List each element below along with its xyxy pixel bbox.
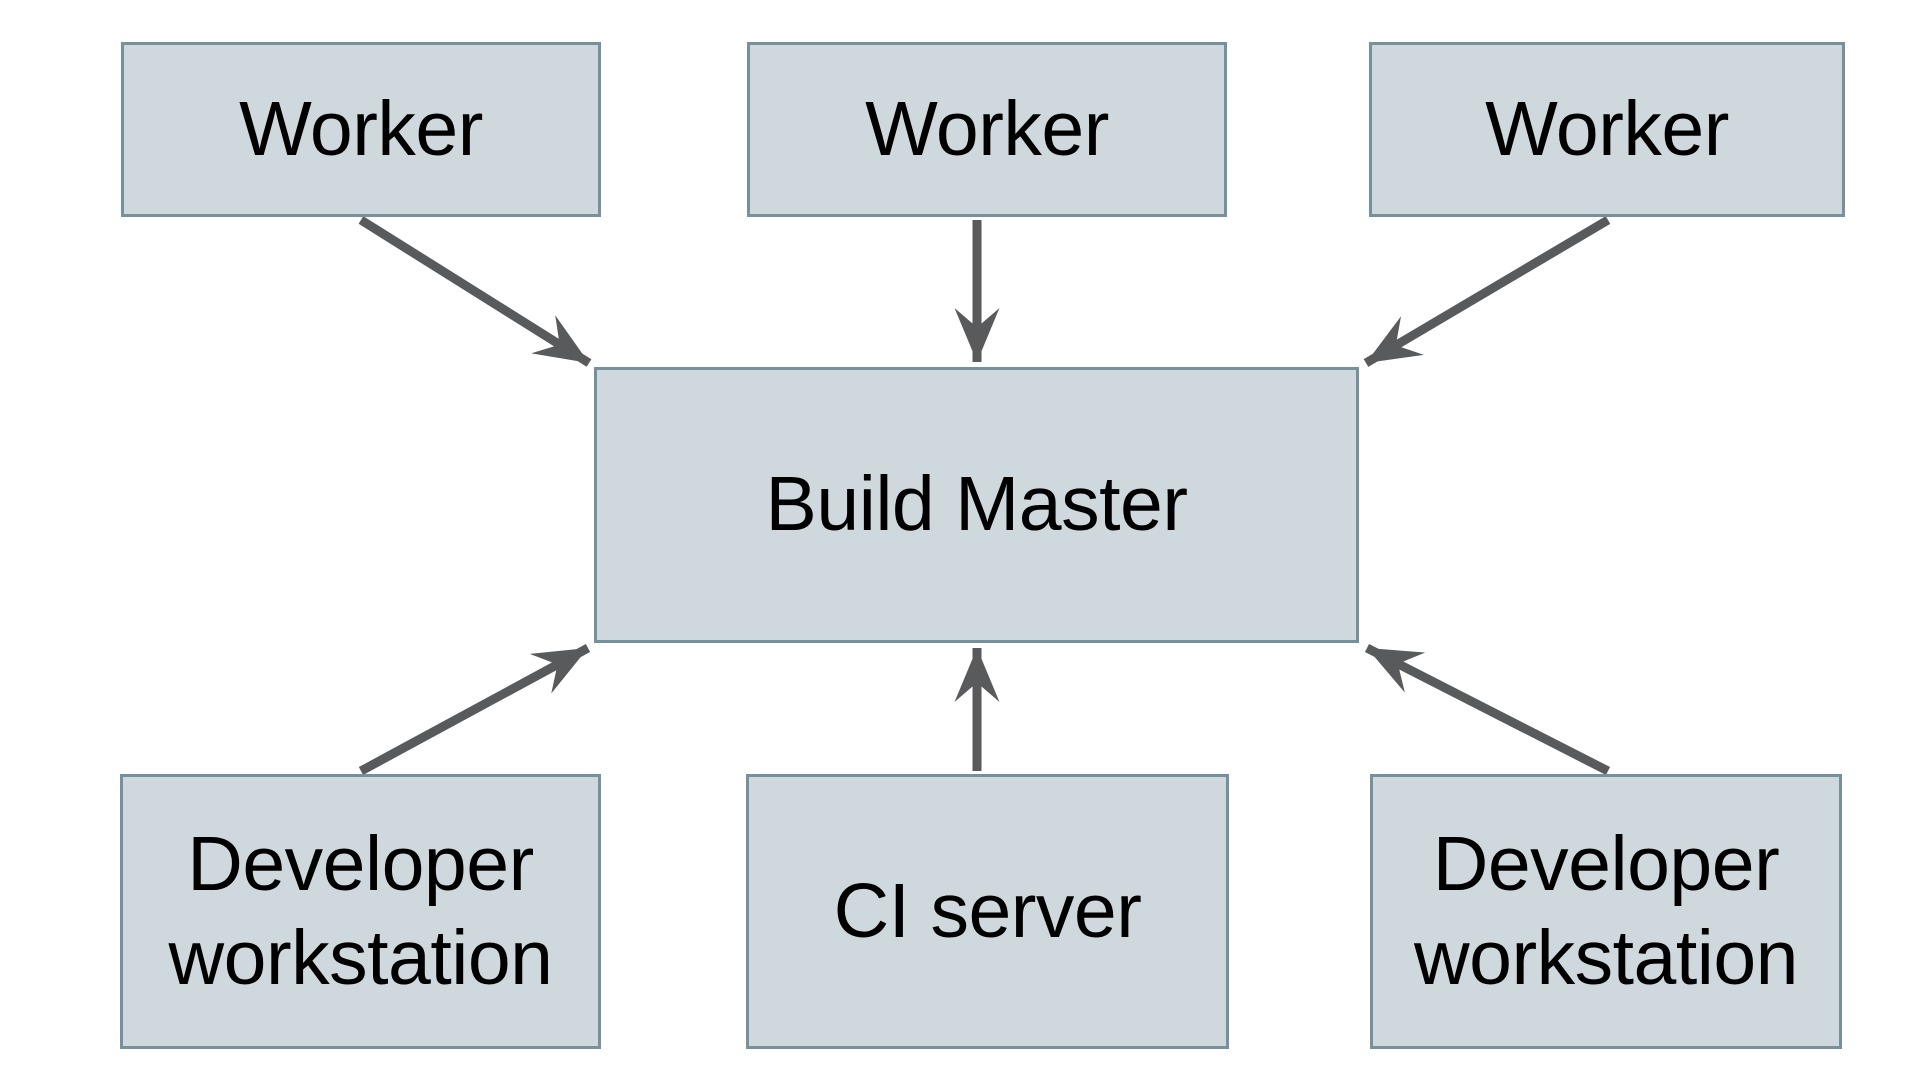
node-ci-server: CI server xyxy=(746,774,1229,1049)
arrow-worker-1-to-build-master xyxy=(358,216,592,367)
node-developer-workstation-left: Developer workstation xyxy=(120,774,601,1049)
node-worker-2: Worker xyxy=(747,42,1227,217)
arrow-developer-workstation-right-to-build-master xyxy=(1364,643,1611,776)
arrow-developer-workstation-left-to-build-master xyxy=(358,644,591,775)
node-worker-2-label: Worker xyxy=(865,85,1109,172)
node-developer-workstation-left-label: Developer workstation xyxy=(168,820,553,1001)
node-worker-3-label: Worker xyxy=(1485,85,1729,172)
node-build-master-label: Build Master xyxy=(765,461,1188,548)
node-developer-workstation-right-label: Developer workstation xyxy=(1414,820,1798,1001)
node-worker-3: Worker xyxy=(1369,42,1845,217)
node-build-master: Build Master xyxy=(594,367,1359,643)
node-worker-1-label: Worker xyxy=(239,85,483,172)
node-ci-server-label: CI server xyxy=(833,867,1142,954)
node-developer-workstation-right: Developer workstation xyxy=(1370,774,1842,1049)
node-worker-1: Worker xyxy=(121,42,601,217)
arrow-worker-3-to-build-master xyxy=(1363,216,1611,367)
